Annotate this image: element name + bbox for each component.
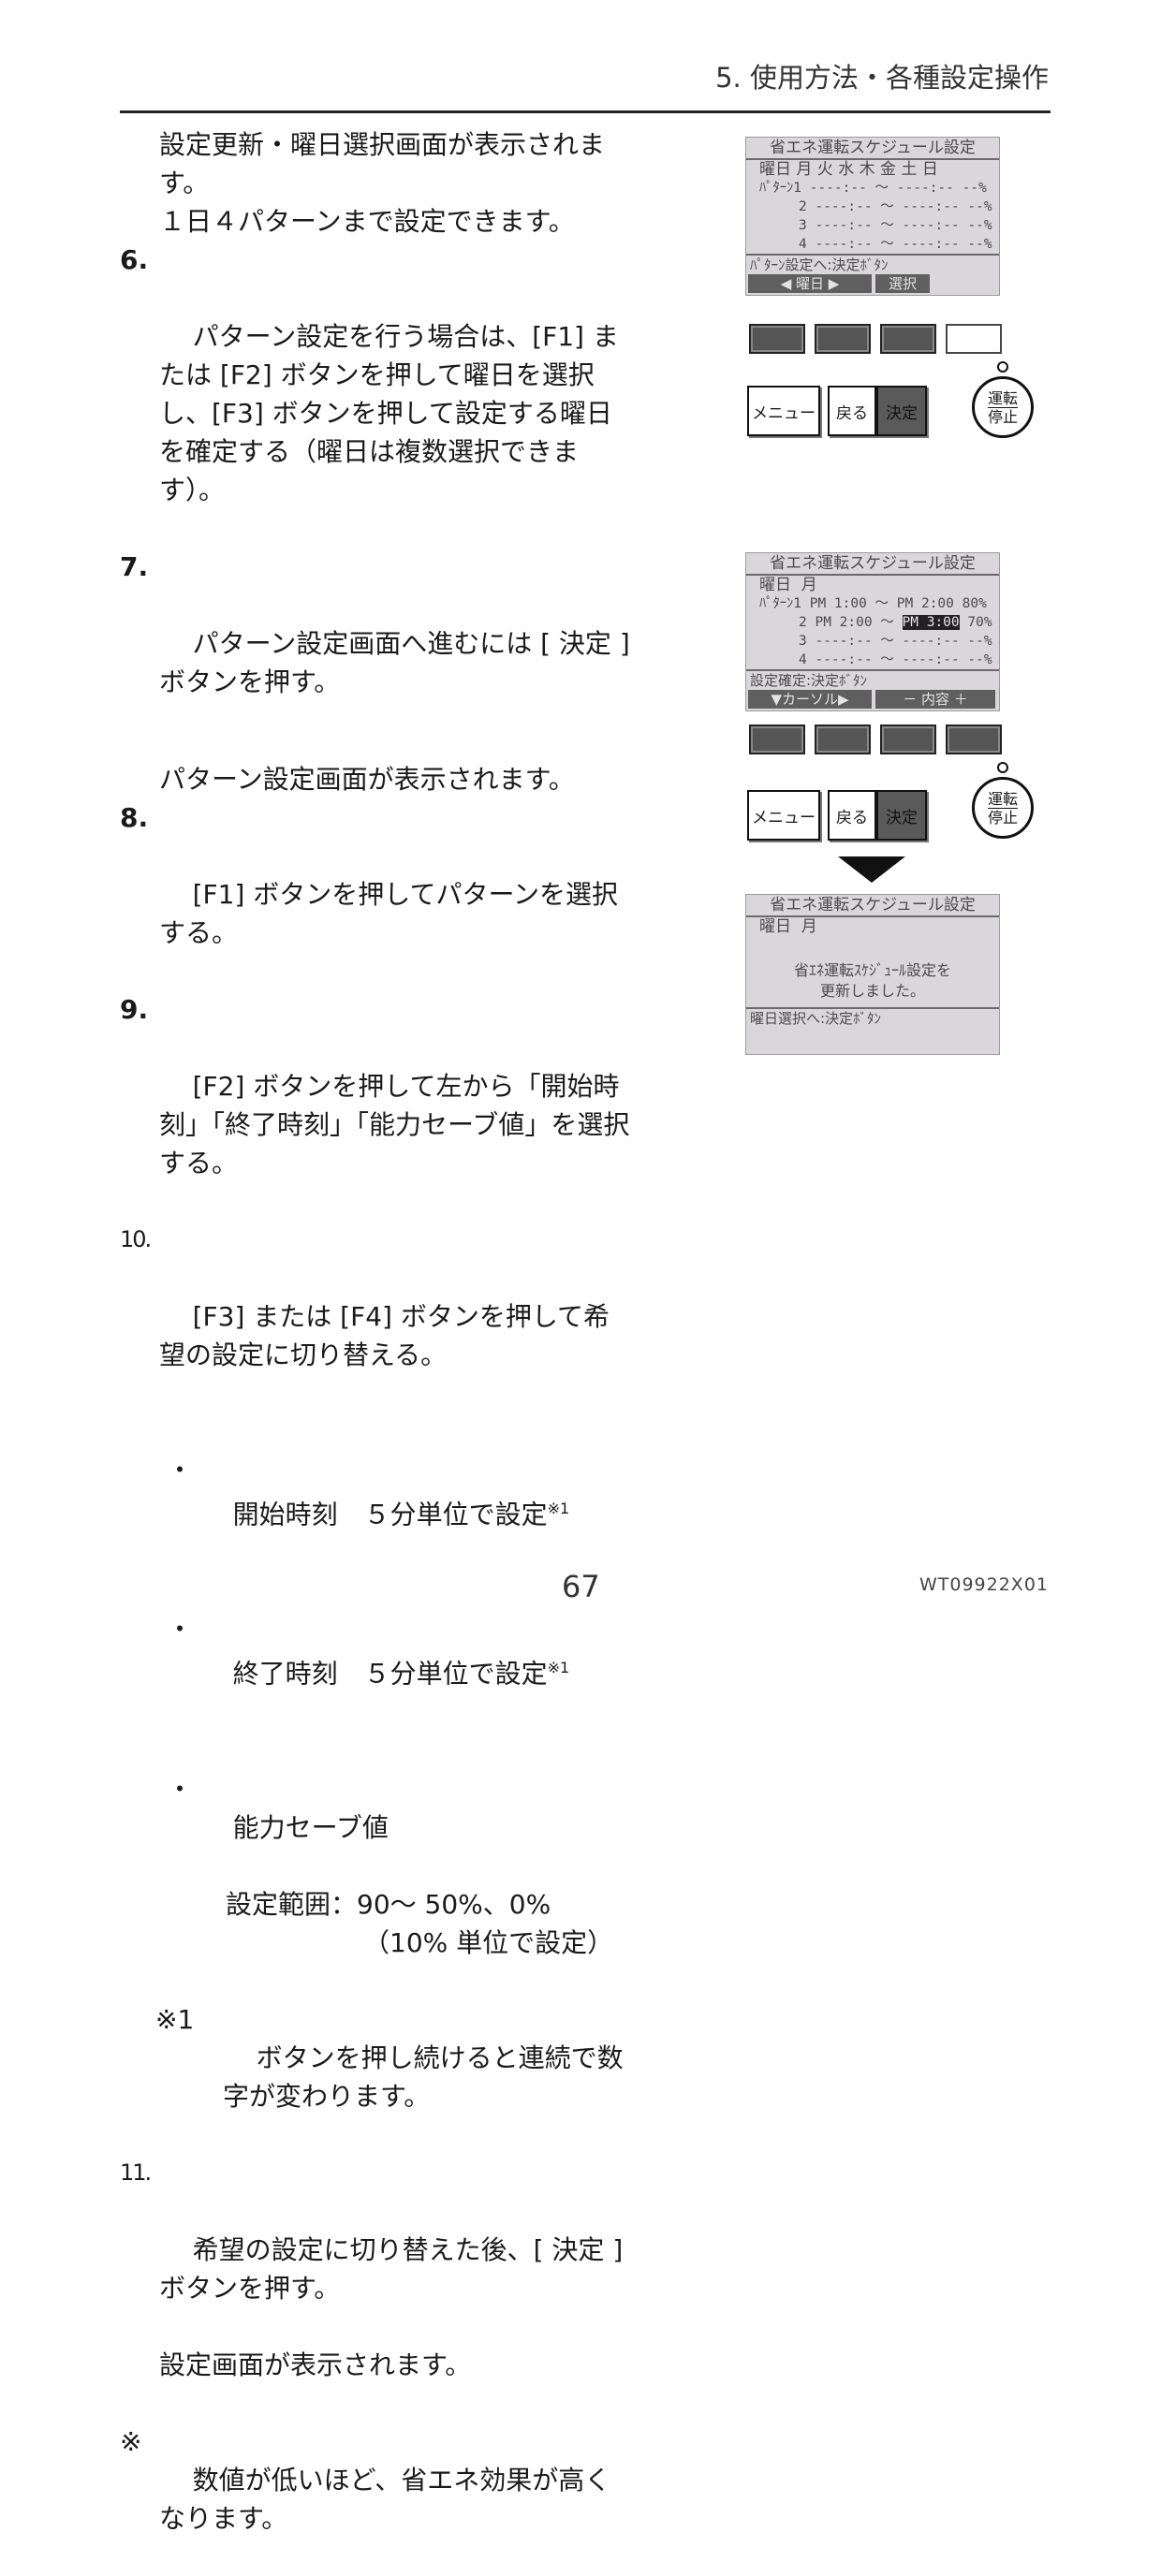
f3-key[interactable] <box>880 324 936 354</box>
lcd-title: 省エネ運転スケジュール設定 <box>746 553 999 576</box>
step-text: パターン設定画面へ進むには [ 決定 ] ボタンを押す。 <box>159 628 639 697</box>
step-text: [F3] または [F4] ボタンを押して希望の設定に切り替える。 <box>159 1301 610 1370</box>
step-10: 10. [F3] または [F4] ボタンを押して希望の設定に切り替える。 <box>120 1221 630 1412</box>
f2-key[interactable] <box>815 724 871 754</box>
note-energy-saving: ※ 数値が低いほど、省エネ効果が高くなります。 <box>120 2425 611 2534</box>
lcd-title: 省エネ運転スケジュール設定 <box>746 138 999 160</box>
lcd-footer-hint: 設定確定:決定ﾎﾞﾀﾝ <box>750 672 868 689</box>
lcd-func-content: － 内容 ＋ <box>875 690 995 709</box>
lcd-func-cursor: ▼カーソル▶ <box>748 690 872 709</box>
lcd-footer-hint: ﾊﾟﾀｰﾝ設定へ:決定ﾎﾞﾀﾝ <box>750 256 889 273</box>
lcd-message: 省ｴﾈ運転ｽｹｼﾞｭｰﾙ設定を <box>793 961 951 979</box>
step-9: 9. [F2] ボタンを押して左から「開始時刻」「終了時刻」「能力セーブ値」を選… <box>120 990 630 1221</box>
function-keys <box>749 724 1002 754</box>
step-number: 7. <box>120 551 149 582</box>
after-step-11-text: 設定画面が表示されます。 <box>159 2349 472 2380</box>
lcd-title: 省エネ運転スケジュール設定 <box>746 895 999 917</box>
lcd-update-complete-screen: 省エネ運転スケジュール設定 曜日 月 省ｴﾈ運転ｽｹｼﾞｭｰﾙ設定を 更新しまし… <box>745 894 1000 1055</box>
controller-buttons: メニュー 戻る 決定 <box>747 386 927 436</box>
intro-text-1: 設定更新・曜日選択画面が表示されます。 <box>159 129 606 198</box>
decide-button[interactable]: 決定 <box>876 386 927 436</box>
lcd-pattern-row: ﾊﾟﾀｰﾝ1 PM 1:00 ～ PM 2:00 80% <box>759 596 987 611</box>
lcd-footer-hint: 曜日選択へ:決定ﾎﾞﾀﾝ <box>750 1010 882 1027</box>
power-label-run: 運転 <box>987 388 1018 408</box>
step-number: 11. <box>120 2159 152 2186</box>
power-label-stop: 停止 <box>987 407 1018 426</box>
down-arrow-icon <box>838 856 905 883</box>
back-button[interactable]: 戻る <box>828 386 876 436</box>
lcd-pattern-row: 4 ----:-- ～ ----:-- --% <box>799 237 992 252</box>
step-text: パターン設定を行う場合は、[F1] または [F2] ボタンを押して曜日を選択し… <box>159 321 619 505</box>
footnote-1: ※1 ボタンを押し続けると連続で数字が変わります。 <box>155 2003 624 2112</box>
lcd-pattern-row: 3 ----:-- ～ ----:-- --% <box>799 218 992 233</box>
lcd-pattern-row: 2 ----:-- ～ ----:-- --% <box>799 199 992 214</box>
step-number: 10. <box>120 1226 152 1252</box>
f4-key[interactable] <box>946 724 1002 754</box>
after-step-7-text: パターン設定画面が表示されます。 <box>159 764 575 795</box>
step-text: [F1] ボタンを押してパターンを選択する。 <box>159 879 619 948</box>
f1-key[interactable] <box>749 724 805 754</box>
lcd-days-row: 曜日 月 <box>759 917 817 936</box>
menu-button[interactable]: メニュー <box>747 386 820 436</box>
power-label-run: 運転 <box>987 789 1018 809</box>
power-led-icon <box>997 361 1008 373</box>
bullet-capacity-save: ・ 能力セーブ値 <box>167 1773 389 1843</box>
bullet-start-time: ・ 開始時刻 ５分単位で設定※1 <box>167 1455 570 1530</box>
f2-key[interactable] <box>815 324 871 354</box>
step-number: 8. <box>120 802 149 833</box>
f4-key[interactable] <box>946 324 1002 354</box>
lcd-pattern-row: 3 ----:-- ～ ----:-- --% <box>799 634 992 649</box>
step-8: 8. [F1] ボタンを押してパターンを選択する。 <box>120 798 630 990</box>
document-code: WT09922X01 <box>919 1574 1049 1595</box>
power-led-icon <box>997 762 1008 773</box>
step-number: 6. <box>120 244 149 275</box>
step-11: 11. 希望の設定に切り替えた後、[ 決定 ] ボタンを押す。 <box>120 2154 630 2346</box>
lcd-function-bar: ◀ 曜日 ▶ 選択 <box>746 274 999 295</box>
lcd-cursor-highlight: PM 3:00 <box>902 615 960 630</box>
section-title: 5. 使用方法・各種設定操作 <box>715 62 1049 94</box>
lcd-pattern-setting-screen: 省エネ運転スケジュール設定 曜日 月 ﾊﾟﾀｰﾝ1 PM 1:00 ～ PM 2… <box>745 552 1000 711</box>
f3-key[interactable] <box>880 724 936 754</box>
lcd-days-row: 曜日 月 火 水 木 金 土 日 <box>759 160 938 179</box>
power-button[interactable]: 運転 停止 <box>972 762 1034 839</box>
lcd-pattern-row: ﾊﾟﾀｰﾝ1 ----:-- ～ ----:-- --% <box>759 181 987 196</box>
decide-button[interactable]: 決定 <box>876 790 927 841</box>
bullet-end-time: ・ 終了時刻 ５分単位で設定※1 <box>167 1614 570 1690</box>
setting-range: 設定範囲：90～ 50%、0% <box>226 1888 551 1920</box>
controller-buttons: メニュー 戻る 決定 <box>747 790 927 841</box>
lcd-func-select: 選択 <box>875 274 930 293</box>
page-number: 67 <box>562 1569 600 1604</box>
step-number: 9. <box>120 994 149 1025</box>
lcd-days-row: 曜日 月 <box>759 576 817 594</box>
lcd-pattern-row: 4 ----:-- ～ ----:-- --% <box>799 652 992 667</box>
back-button[interactable]: 戻る <box>828 790 876 841</box>
lcd-function-bar: ▼カーソル▶ － 内容 ＋ <box>746 690 999 710</box>
step-6: 6. パターン設定を行う場合は、[F1] または [F2] ボタンを押して曜日を… <box>120 241 630 548</box>
f1-key[interactable] <box>749 324 805 354</box>
step-text: [F2] ボタンを押して左から「開始時刻」「終了時刻」「能力セーブ値」を選択する… <box>159 1071 630 1178</box>
header-divider <box>120 110 1051 113</box>
power-button[interactable]: 運転 停止 <box>972 361 1034 438</box>
lcd-day-select-screen: 省エネ運転スケジュール設定 曜日 月 火 水 木 金 土 日 ﾊﾟﾀｰﾝ1 --… <box>745 137 1000 296</box>
function-keys <box>749 324 1002 354</box>
setting-range-unit: （10% 単位で設定） <box>363 1926 614 1958</box>
lcd-pattern-row: 2 PM 2:00 ～ PM 3:00 70% <box>799 615 992 630</box>
lcd-message: 更新しました。 <box>819 982 925 1000</box>
instruction-list: 設定更新・曜日選択画面が表示されます。 １日４パターンまで設定できます。 6. … <box>120 125 630 2576</box>
intro-text-2: １日４パターンまで設定できます。 <box>159 206 575 237</box>
menu-button[interactable]: メニュー <box>747 790 820 841</box>
step-7: 7. パターン設定画面へ進むには [ 決定 ] ボタンを押す。 <box>120 548 630 739</box>
lcd-func-day: ◀ 曜日 ▶ <box>748 274 872 293</box>
step-text: 希望の設定に切り替えた後、[ 決定 ] ボタンを押す。 <box>159 2233 632 2304</box>
power-label-stop: 停止 <box>987 808 1018 827</box>
